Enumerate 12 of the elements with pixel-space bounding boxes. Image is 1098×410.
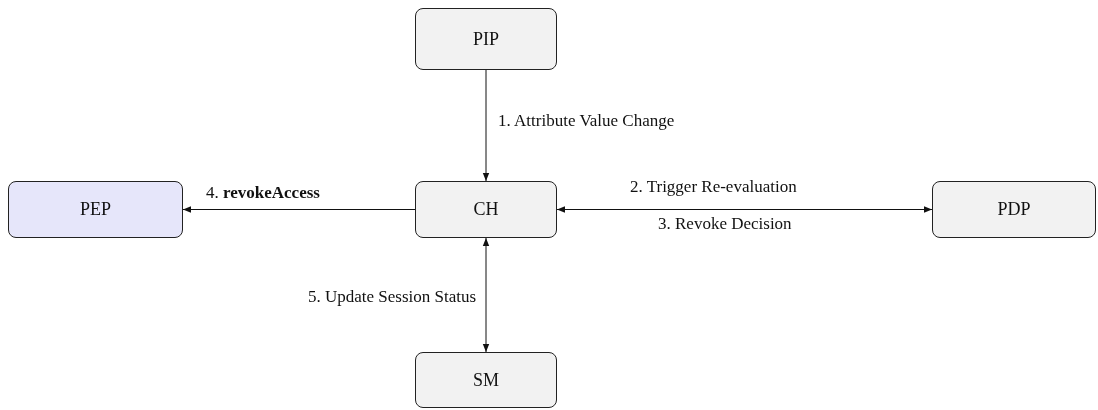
process-box: PDP (932, 181, 1096, 238)
process-box: CH (415, 181, 557, 238)
arrow (482, 69, 490, 182)
edge-label: 2. Trigger Re-evaluation (628, 177, 799, 197)
process-box: PEP (8, 181, 183, 238)
arrow (482, 237, 490, 353)
edge-label: 5. Update Session Status (306, 287, 479, 307)
edge-label: 1. Attribute Value Change (496, 111, 677, 131)
arrow (556, 206, 933, 213)
arrow (182, 206, 416, 213)
process-box: SM (415, 352, 557, 408)
process-box: PIP (415, 8, 557, 70)
